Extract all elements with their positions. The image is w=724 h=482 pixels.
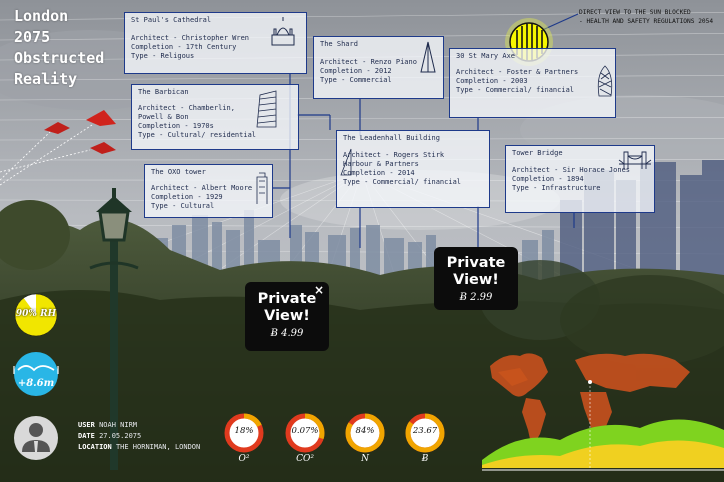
- stat-label: N: [361, 454, 369, 464]
- humidity-label: 90% RH: [15, 309, 57, 319]
- stat-ring-fill: [224, 413, 264, 453]
- building-card-barbican[interactable]: The Barbican Architect - Chamberlin,Powe…: [131, 84, 299, 150]
- gherkin-icon: [597, 65, 613, 97]
- stat-value: 23.67: [412, 426, 438, 436]
- lamp-post: [89, 188, 139, 470]
- bridge-icon: [618, 151, 652, 169]
- perspective-line: [0, 12, 724, 21]
- private-view-button-1[interactable]: × Private View! Ƀ 4.99: [245, 282, 329, 351]
- private-view-button-2[interactable]: Private View! Ƀ 2.99: [434, 247, 518, 310]
- area-chart: [482, 380, 724, 471]
- stat-value: 84%: [355, 426, 375, 436]
- building-card-st-pauls[interactable]: St Paul's Cathedral Architect - Christop…: [124, 12, 307, 74]
- world-map: [490, 353, 708, 448]
- building-card-tower-bridge[interactable]: Tower Bridge Architect - Sir Horace Jone…: [505, 145, 655, 213]
- stat-label: O²: [238, 454, 250, 464]
- sun-warning-note: DIRECT VIEW TO THE SUN BLOCKED - HEALTH …: [579, 9, 714, 25]
- kites: [0, 110, 116, 186]
- stat-label: CO²: [296, 454, 314, 464]
- shard-icon: [420, 41, 436, 73]
- avatar: [14, 416, 58, 460]
- building-card-leadenhall[interactable]: The Leadenhall Building Architect - Roge…: [336, 130, 490, 208]
- oxo-tower-icon: [256, 172, 268, 204]
- stat-ring-fill: [345, 413, 385, 453]
- stat-ring-fill: [405, 413, 445, 453]
- page-title: London 2075 Obstructed Reality: [14, 7, 105, 88]
- stat-ring-fill: [285, 413, 325, 453]
- building-card-gherkin[interactable]: 30 St Mary Axe Architect - Foster & Part…: [449, 48, 616, 118]
- humidity-gauge: [14, 293, 58, 337]
- stat-rings: [224, 413, 445, 453]
- sea-level-gauge: [13, 352, 59, 396]
- cathedral-icon: [271, 17, 295, 46]
- stat-label: Ƀ: [421, 454, 429, 464]
- stat-value: 18%: [234, 426, 254, 436]
- user-info: USER NOAH NIRM DATE 27.05.2075 LOCATION …: [78, 421, 201, 451]
- stat-value: 0.07%: [291, 426, 319, 436]
- sea-level-label: +8.6m: [17, 378, 55, 389]
- leadenhall-icon: [340, 148, 352, 176]
- close-icon[interactable]: ×: [313, 283, 324, 297]
- barbican-tower-icon: [256, 90, 277, 128]
